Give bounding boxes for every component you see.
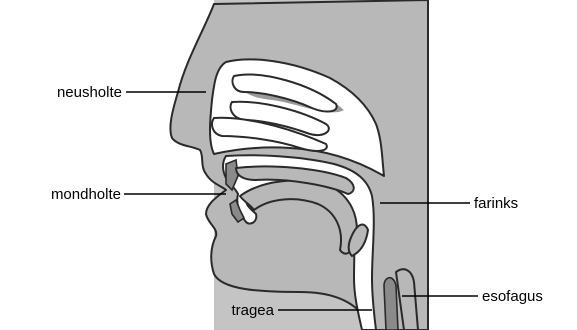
- label-oral-cavity: mondholte: [51, 186, 121, 203]
- label-esophagus: esofagus: [482, 288, 543, 305]
- trachea-ring: [384, 278, 398, 330]
- label-nasal-cavity: neusholte: [57, 84, 122, 101]
- label-trachea: tragea: [231, 302, 274, 319]
- label-pharynx: farinks: [474, 195, 518, 212]
